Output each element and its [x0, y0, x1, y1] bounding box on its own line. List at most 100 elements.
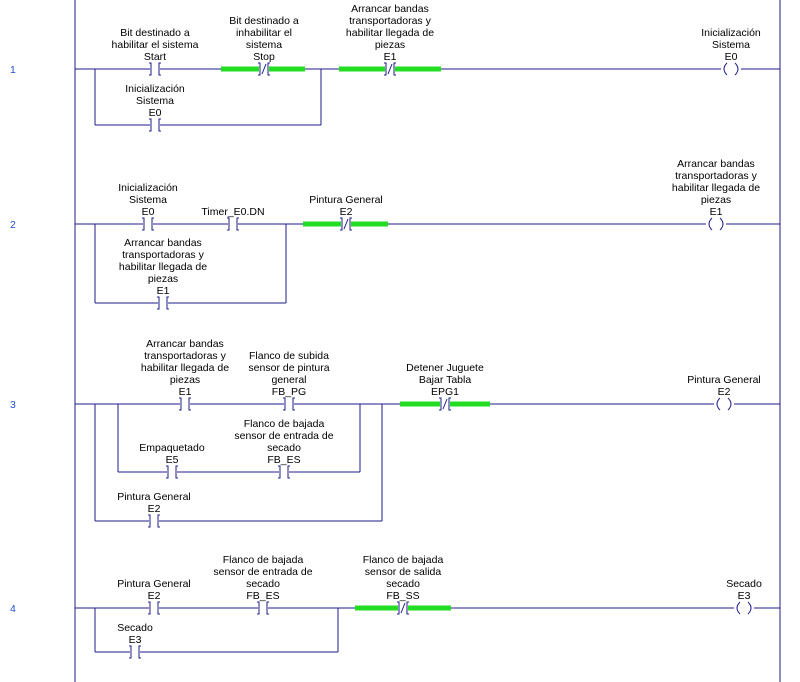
element-label: E1 — [710, 206, 723, 218]
element-label: Arrancar bandas — [146, 338, 224, 350]
element-label: piezas — [148, 273, 178, 285]
contact-right-bracket — [349, 217, 352, 231]
element-label: piezas — [375, 39, 405, 51]
contact-left-bracket — [283, 397, 286, 411]
contact-gap — [279, 465, 289, 479]
element-label: Detener Juguete — [406, 362, 484, 374]
contact-gap — [150, 62, 160, 76]
element-label: Pintura General — [309, 194, 383, 206]
element-label: secado — [267, 442, 301, 454]
element-label: piezas — [170, 374, 200, 386]
element-label: habilitar llegada de — [346, 27, 434, 39]
contact-slash — [387, 63, 393, 75]
element-label: Bit destinado a — [229, 15, 299, 27]
element-label: FB_PG — [272, 386, 306, 398]
contact-right-bracket — [166, 296, 169, 310]
rung-number: 1 — [10, 64, 16, 76]
element-label: E0 — [149, 107, 162, 119]
element-label: Sistema — [129, 194, 167, 206]
contact-slash — [442, 398, 448, 410]
contact-left-bracket — [340, 217, 343, 231]
contact-right-bracket — [157, 601, 160, 615]
element-label: Arrancar bandas — [124, 237, 202, 249]
coil-gap — [721, 63, 741, 75]
contact-right-bracket — [448, 397, 451, 411]
contact-gap — [180, 397, 190, 411]
element-label: EPG1 — [431, 386, 459, 398]
element-label: sensor de entrada de — [234, 430, 333, 442]
element-label: sensor de pintura — [248, 362, 329, 374]
element-label: E5 — [166, 454, 179, 466]
contact-gap — [258, 601, 268, 615]
contact-right-bracket — [287, 465, 290, 479]
coil-gap — [706, 218, 726, 230]
element-label: FB_ES — [246, 590, 279, 602]
contact-left-bracket — [439, 397, 442, 411]
contact-right-bracket — [292, 397, 295, 411]
coil-left-arc — [736, 601, 741, 615]
element-label: habilitar llegada de — [141, 362, 229, 374]
contact-right-bracket — [266, 601, 269, 615]
element-label: Sistema — [712, 39, 750, 51]
contact-slash — [343, 218, 349, 230]
contact-left-bracket — [227, 217, 230, 231]
element-label: habilitar llegada de — [119, 261, 207, 273]
element-label: E1 — [157, 285, 170, 297]
element-label: Pintura General — [117, 491, 191, 503]
element-label: Arrancar bandas — [351, 3, 429, 15]
contact-right-bracket — [138, 645, 141, 659]
element-label: Timer_E0.DN — [201, 206, 264, 218]
coil-gap — [734, 602, 754, 614]
contact-left-bracket — [157, 296, 160, 310]
contact-left-bracket — [166, 465, 169, 479]
element-label: secado — [246, 578, 280, 590]
contact-right-bracket — [151, 217, 154, 231]
contact-left-bracket — [148, 514, 151, 528]
element-label: E2 — [148, 590, 161, 602]
element-label: Secado — [726, 578, 762, 590]
contact-left-bracket — [179, 397, 182, 411]
element-label: transportadoras y — [144, 350, 226, 362]
element-label: E1 — [384, 51, 397, 63]
contact-left-bracket — [258, 62, 261, 76]
contact-gap — [167, 465, 177, 479]
element-label: Arrancar bandas — [677, 158, 755, 170]
element-label: E0 — [142, 206, 155, 218]
element-label: Flanco de bajada — [223, 554, 304, 566]
contact-gap — [158, 296, 168, 310]
element-label: Inicialización — [125, 83, 185, 95]
element-label: Bajar Tabla — [419, 374, 472, 386]
element-label: Flanco de bajada — [363, 554, 444, 566]
element-label: Stop — [253, 51, 275, 63]
element-label: sistema — [246, 39, 282, 51]
element-label: Flanco de subida — [249, 350, 329, 362]
element-label: E2 — [340, 206, 353, 218]
contact-right-bracket — [406, 601, 409, 615]
coil-right-arc — [727, 397, 732, 411]
element-label: Pintura General — [687, 374, 761, 386]
contact-gap — [143, 217, 153, 231]
element-label: E0 — [725, 51, 738, 63]
contact-slash — [261, 63, 267, 75]
element-label: transportadoras y — [122, 249, 204, 261]
coil-right-arc — [719, 217, 724, 231]
contact-right-bracket — [188, 397, 191, 411]
contact-left-bracket — [142, 217, 145, 231]
contact-right-bracket — [157, 514, 160, 528]
element-label: FB_ES — [267, 454, 300, 466]
contact-gap — [228, 217, 238, 231]
coil-gap — [714, 398, 734, 410]
